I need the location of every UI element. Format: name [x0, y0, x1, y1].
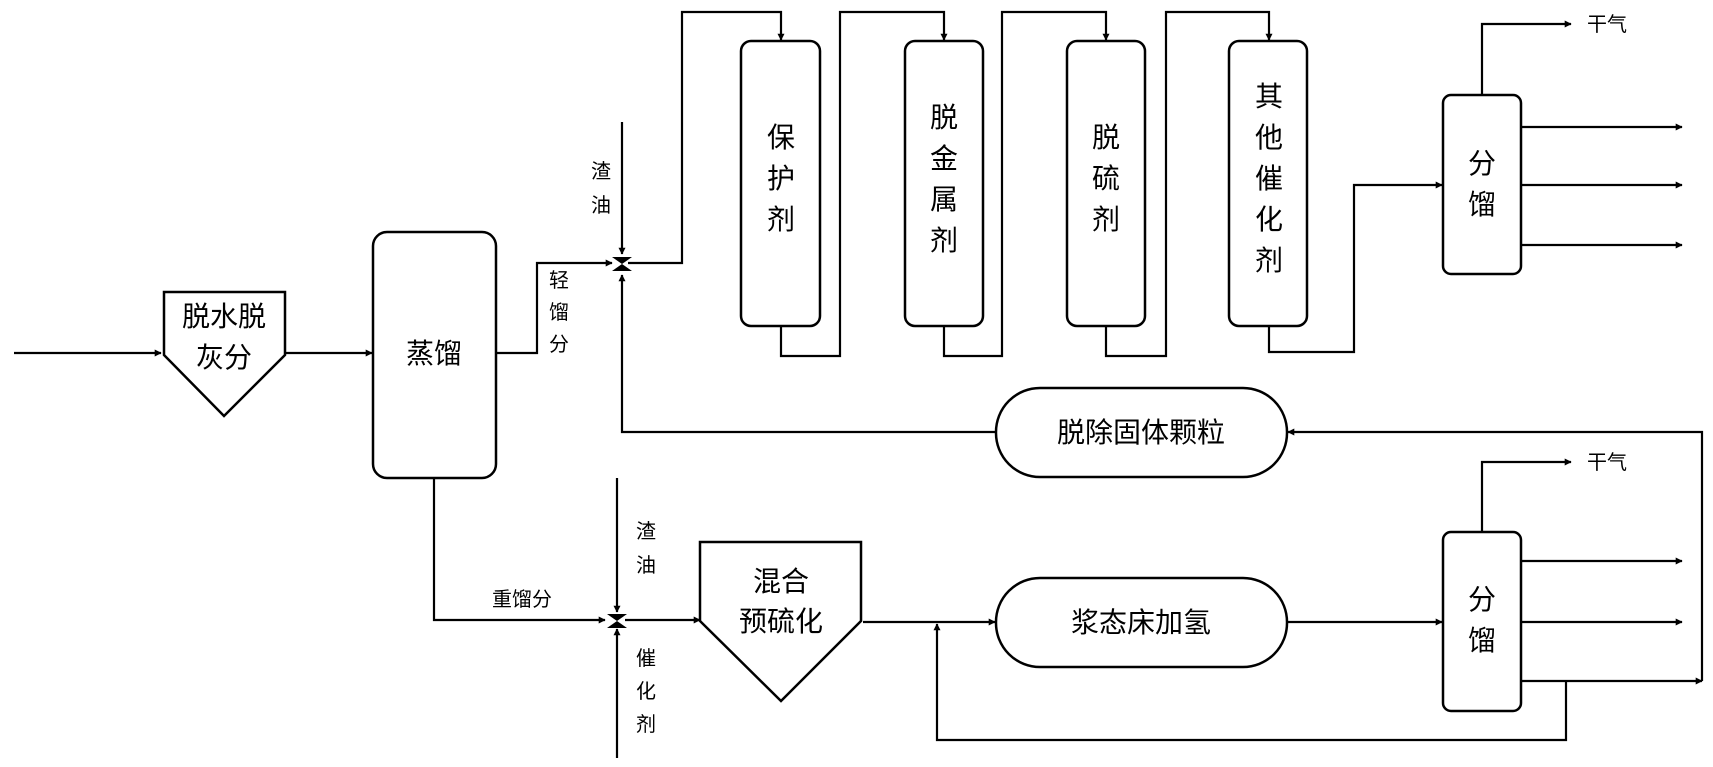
- top-residue-char-1: 渣: [591, 159, 611, 183]
- distillation-label: 蒸馏: [406, 337, 462, 370]
- slurry-label: 浆态床加氢: [1071, 606, 1211, 639]
- mix-presulf-line-2: 预硫化: [739, 605, 823, 638]
- demetal-char-2: 金: [930, 142, 958, 175]
- protect-to-demetal-line: [779, 10, 948, 358]
- demetal-char-1: 脱: [930, 101, 958, 134]
- dewater-deash-line-1: 脱水脱: [182, 300, 266, 333]
- frac-bottom-dry-gas-line: [1480, 458, 1572, 532]
- demetal-char-3: 属: [930, 183, 958, 216]
- desulf-char-2: 硫: [1092, 162, 1120, 195]
- light-fraction-char-3: 分: [549, 332, 569, 356]
- protect-char-3: 剂: [767, 203, 795, 236]
- other-catalyst-reactor: [1227, 39, 1309, 328]
- other-char-1: 其: [1255, 80, 1283, 113]
- demetal-to-desulf-line: [942, 10, 1110, 358]
- top-residue-char-2: 油: [591, 193, 611, 217]
- bottom-residue-char-2: 油: [636, 553, 656, 577]
- protect-char-2: 护: [767, 162, 795, 195]
- light-fraction-line: [496, 259, 613, 355]
- bottom-recycle-line: [933, 623, 1568, 742]
- bottom-dry-gas-label: 干气: [1587, 450, 1627, 474]
- mixer-to-protect-line: [628, 10, 785, 265]
- other-char-5: 剂: [1255, 244, 1283, 277]
- dewater-deash-unit: [162, 290, 287, 418]
- protect-char-1: 保: [767, 121, 795, 154]
- bottom-fractionator: [1441, 530, 1523, 713]
- demetal-char-4: 剂: [930, 224, 958, 257]
- solid-removal-label: 脱除固体颗粒: [1057, 416, 1225, 449]
- solid-particle-removal-unit: [994, 386, 1289, 479]
- catalyst-char-3: 剂: [636, 712, 656, 736]
- frac-bottom-char-2: 馏: [1468, 624, 1496, 657]
- other-char-4: 化: [1255, 203, 1283, 236]
- desulf-char-3: 剂: [1092, 203, 1120, 236]
- light-fraction-char-1: 轻: [549, 268, 569, 292]
- mix-presulf-line-1: 混合: [753, 565, 809, 598]
- desulf-to-other-line: [1104, 10, 1273, 358]
- protect-agent-reactor: [739, 39, 822, 328]
- top-dry-gas-label: 干气: [1587, 12, 1627, 36]
- bottom-mixer-symbol: [607, 614, 627, 628]
- catalyst-char-2: 化: [636, 679, 656, 703]
- heavy-fraction-line: [432, 478, 606, 624]
- desulf-char-1: 脱: [1092, 121, 1120, 154]
- distillation-column: [371, 230, 498, 480]
- frac-bottom-char-1: 分: [1468, 583, 1496, 616]
- other-to-frac-top-line: [1267, 181, 1443, 354]
- top-mixer-symbol: [612, 257, 632, 271]
- recycle-to-solid-removal-line: [1287, 428, 1704, 681]
- slurry-bed-hydrogenation-unit: [994, 576, 1289, 669]
- top-fractionator: [1441, 93, 1523, 276]
- recycle-solid-to-mixer-line: [618, 274, 995, 434]
- bottom-residue-char-1: 渣: [636, 519, 656, 543]
- catalyst-char-1: 催: [636, 646, 656, 670]
- light-fraction-char-2: 馏: [549, 300, 569, 324]
- heavy-fraction-label: 重馏分: [492, 587, 552, 611]
- other-char-3: 催: [1255, 162, 1283, 195]
- frac-top-dry-gas-line: [1480, 20, 1572, 95]
- dewater-deash-line-2: 灰分: [196, 341, 252, 374]
- mix-presulfiding-unit: [698, 540, 863, 703]
- frac-top-char-1: 分: [1468, 147, 1496, 180]
- frac-top-char-2: 馏: [1468, 188, 1496, 221]
- desulfurization-reactor: [1065, 39, 1147, 328]
- demetallization-reactor: [903, 39, 985, 328]
- other-char-2: 他: [1255, 121, 1283, 154]
